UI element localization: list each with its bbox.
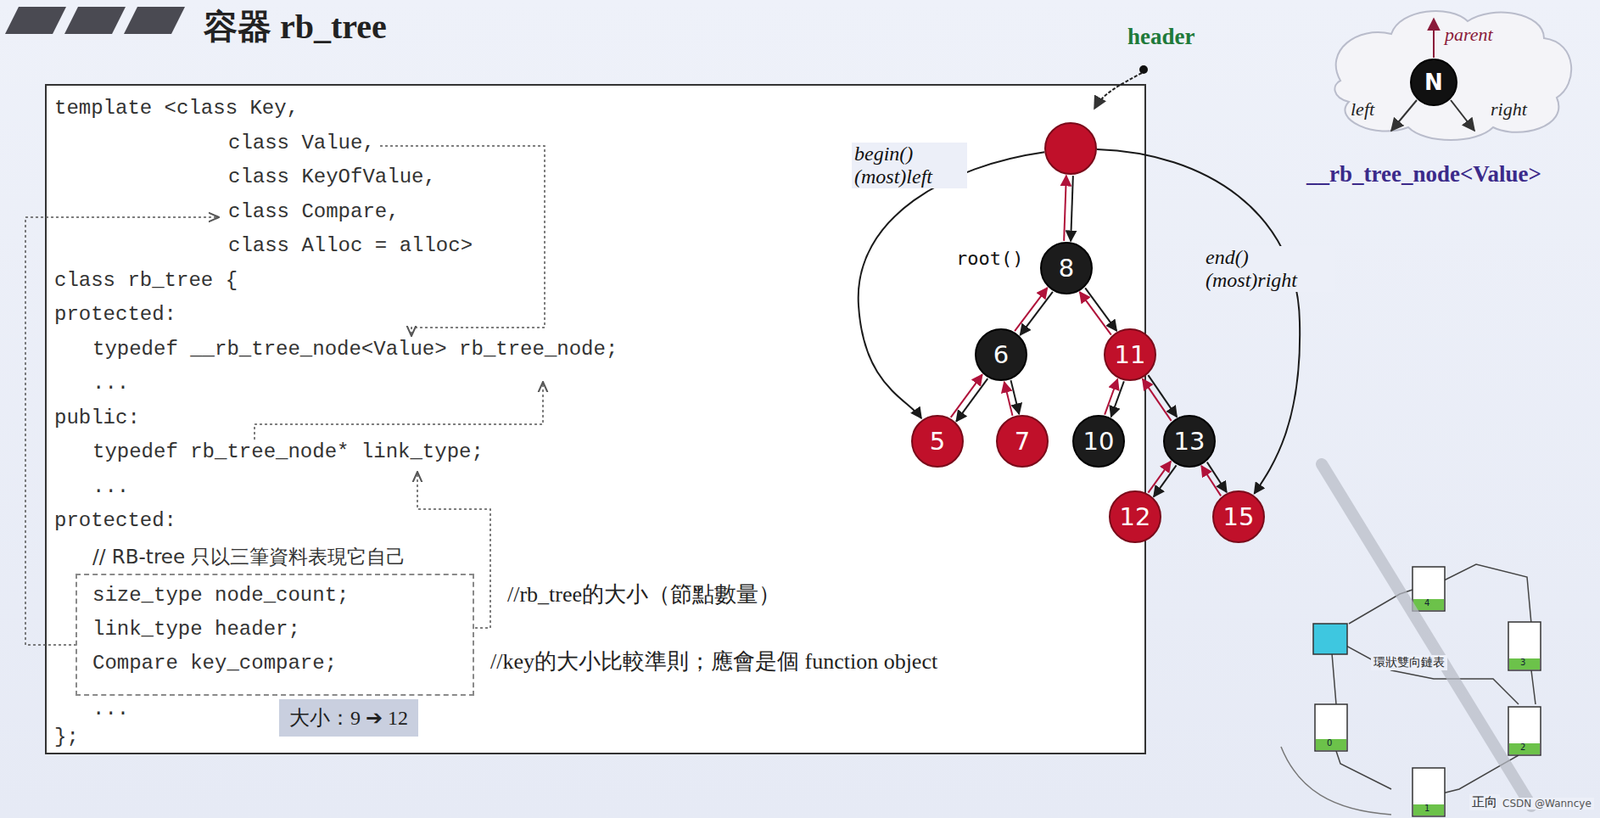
tree-node: 12 [1108, 490, 1162, 543]
code-line: typedef __rb_tree_node<Value> rb_tree_no… [92, 337, 618, 361]
thumb-caption: 環狀雙向鏈表 [1370, 654, 1448, 671]
node-icon-cloud [1334, 11, 1572, 140]
pen-stylus [1321, 464, 1532, 806]
tree-node: 10 [1072, 414, 1125, 468]
node-key: 11 [1114, 340, 1147, 370]
title-bars [5, 6, 185, 34]
member-line: size_type node_count; [92, 583, 349, 607]
node-key: 7 [1014, 426, 1030, 456]
tree-link [1079, 287, 1118, 335]
tree-link [1104, 379, 1125, 418]
code-line: class KeyOfValue, [228, 165, 437, 189]
list-index: 2 [1520, 742, 1526, 752]
iterator-label: begin() (most)left [851, 142, 968, 189]
code-line: ... [92, 697, 129, 721]
tree-link [1004, 380, 1020, 416]
list-index: 4 [1424, 598, 1430, 608]
size-tag: 大小：9 ➔ 12 [279, 699, 419, 737]
node-key: 12 [1119, 502, 1152, 532]
root-label: root() [956, 247, 1024, 269]
size-text: 大小：9 ➔ 12 [289, 704, 409, 732]
code-line: // RB-tree 只以三筆資料表現它自己 [92, 543, 406, 571]
code-panel-frame [45, 84, 1146, 754]
tree-node: 11 [1103, 328, 1157, 381]
iterator-curve [1096, 149, 1300, 494]
watermark: CSDN @Wanncye [1499, 797, 1595, 810]
node-key: 6 [993, 340, 1009, 370]
tree-node: 6 [974, 328, 1028, 381]
tree-link [951, 374, 989, 421]
code-line: class Value, [228, 131, 375, 155]
tree-link [1147, 461, 1176, 498]
code-line: class Alloc = alloc> [228, 234, 473, 258]
node-key: 10 [1083, 426, 1115, 456]
tree-link [1063, 175, 1074, 241]
tree-node: 15 [1212, 490, 1265, 543]
code-comment: //rb_tree的大小（節點數量） [507, 579, 781, 610]
code-arrows [25, 145, 545, 645]
tree-link [1142, 374, 1177, 421]
iterator-label: end() (most)right [1202, 246, 1336, 292]
slide-title: 容器 rb_tree [203, 3, 387, 51]
class-name: __rb_tree_node<Value> [1306, 161, 1542, 188]
code-line: ... [92, 371, 129, 395]
pointer-label: parent [1444, 23, 1494, 46]
node-key: 15 [1223, 502, 1255, 532]
code-line: public: [54, 406, 140, 430]
pointer-label: left [1350, 98, 1375, 121]
member-line: link_type header; [92, 617, 301, 641]
pointer-label: right [1490, 98, 1528, 121]
code-line: ... [92, 475, 129, 498]
code-line: class Compare, [228, 200, 400, 224]
tree-node: 5 [911, 414, 964, 468]
node-key: 5 [929, 426, 946, 456]
code-line: class rb_tree { [54, 268, 238, 292]
node-key: 13 [1174, 426, 1206, 456]
tree-node: header [1044, 122, 1097, 175]
tree-node: 13 [1163, 414, 1216, 468]
code-line: template <class Key, [54, 96, 299, 120]
tree-link [1201, 462, 1227, 497]
code-line: protected: [54, 302, 177, 326]
code-line: }; [54, 725, 79, 749]
header-pointer [1094, 65, 1148, 109]
code-comment: //key的大小比較準則；應會是個 function object [490, 646, 938, 677]
code-line: protected: [54, 509, 177, 532]
iterator-curve [858, 151, 1046, 419]
tree-node: 7 [995, 414, 1049, 468]
list-index: 3 [1520, 657, 1526, 667]
code-line: typedef rb_tree_node* link_type; [92, 440, 484, 464]
member-line: Compare key_compare; [92, 651, 337, 675]
node-key: 8 [1058, 253, 1075, 283]
tree-link [1014, 287, 1053, 336]
direction-label: 正向 [1469, 794, 1500, 811]
header-label: header [1127, 23, 1195, 51]
member-box: size_type node_count; link_type header; Co… [75, 573, 475, 696]
tree-node: 8 [1040, 241, 1093, 295]
node-key: N [1424, 69, 1444, 96]
list-index: 0 [1326, 738, 1332, 748]
list-index: 1 [1424, 803, 1430, 813]
node-icon: N [1409, 58, 1458, 107]
